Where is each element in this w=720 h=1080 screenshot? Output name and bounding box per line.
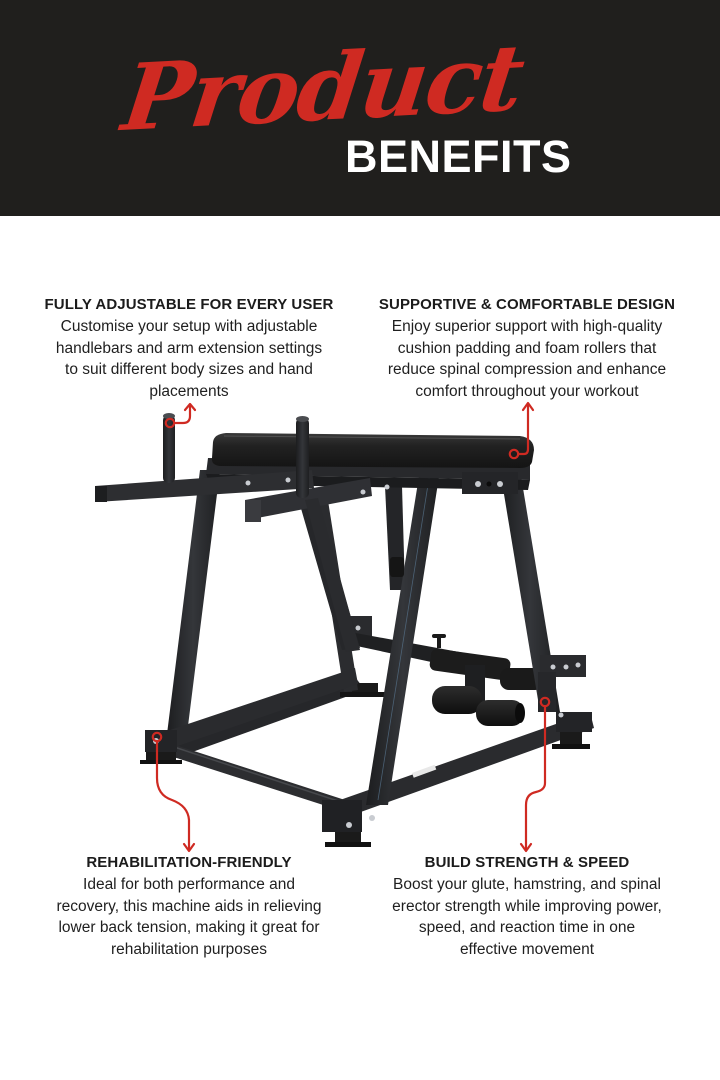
benefit-description: Enjoy superior support with high-quality… (362, 316, 692, 403)
benefit-line: erector strength while improving power, (392, 897, 662, 915)
script-title-product: Product (117, 23, 529, 152)
callout-arrow-strength-icon (519, 696, 551, 853)
benefit-description: Customise your setup with adjustable han… (24, 316, 354, 403)
benefit-line: Customise your setup with adjustable (60, 318, 318, 335)
benefit-line: lower back tension, making it great for (58, 919, 320, 937)
benefit-rehabilitation-friendly: REHABILITATION-FRIENDLY Ideal for both p… (24, 853, 354, 961)
benefit-line: Enjoy superior support with high-quality (391, 318, 663, 335)
callout-arrow-supportive-icon (508, 401, 535, 460)
callout-arrow-rehab-icon (151, 731, 196, 853)
benefit-title: BUILD STRENGTH & SPEED (424, 854, 630, 871)
benefit-line: cushion padding and foam rollers that (397, 339, 657, 357)
benefit-line: to suit different body sizes and hand (65, 361, 313, 379)
block-title-benefits: BENEFITS (345, 131, 572, 182)
benefit-line: Boost your glute, hamstring, and spinal (393, 876, 661, 893)
benefit-description: Ideal for both performance and recovery,… (24, 874, 354, 961)
benefit-supportive-comfortable: SUPPORTIVE & COMFORTABLE DESIGN Enjoy su… (362, 295, 692, 403)
benefit-title: REHABILITATION-FRIENDLY (86, 854, 292, 871)
benefit-line: effective movement (459, 941, 595, 959)
benefit-line: placements (149, 383, 229, 401)
benefit-title: SUPPORTIVE & COMFORTABLE DESIGN (378, 296, 676, 313)
benefit-line: speed, and reaction time in one (418, 919, 636, 937)
benefit-line: comfort throughout your workout (415, 383, 639, 401)
benefit-line: rehabilitation purposes (111, 941, 267, 959)
benefit-line: recovery, this machine aids in relieving (56, 897, 322, 915)
benefit-line: reduce spinal compression and enhance (387, 361, 667, 379)
benefit-title: FULLY ADJUSTABLE FOR EVERY USER (44, 296, 334, 313)
benefit-line: Ideal for both performance and (83, 876, 295, 893)
callout-arrow-adjustable-icon (164, 402, 197, 429)
benefit-line: handlebars and arm extension settings (55, 339, 323, 357)
benefit-build-strength-speed: BUILD STRENGTH & SPEED Boost your glute,… (362, 853, 692, 961)
header-banner: Product BENEFITS (0, 0, 720, 216)
benefit-fully-adjustable: FULLY ADJUSTABLE FOR EVERY USER Customis… (24, 295, 354, 403)
benefit-description: Boost your glute, hamstring, and spinal … (362, 874, 692, 961)
